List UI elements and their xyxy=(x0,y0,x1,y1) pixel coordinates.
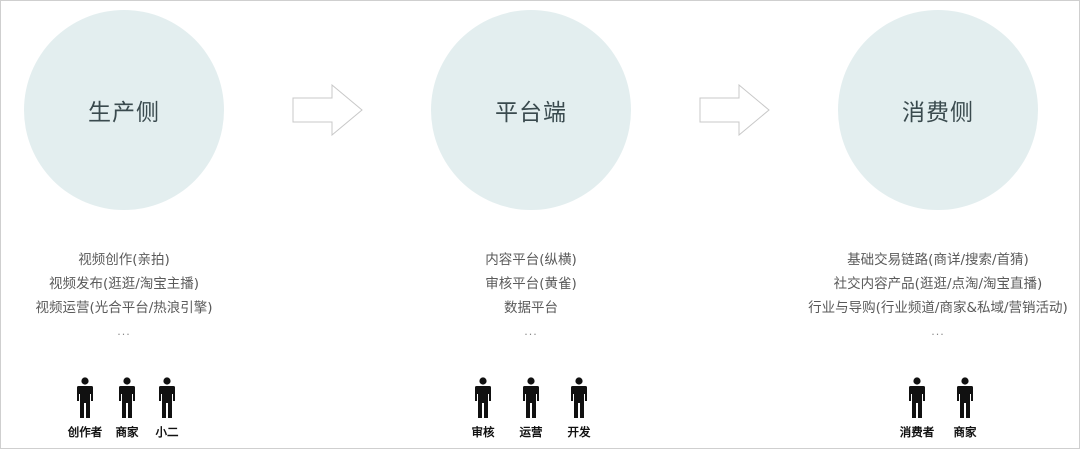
person-icon xyxy=(957,377,973,418)
stage-production-title: 生产侧 xyxy=(88,100,160,126)
person-icon xyxy=(77,377,93,418)
list-item: 社交内容产品(逛逛/点淘/淘宝直播) xyxy=(833,276,1043,292)
list-item: 行业与导购(行业频道/商家&私域/营销活动) xyxy=(808,300,1068,316)
role-creator: 创作者 xyxy=(62,377,108,440)
role-developer: 开发 xyxy=(556,377,602,440)
stage-consumer-roles: 消费者 商家 xyxy=(894,377,988,440)
person-icon xyxy=(159,377,175,418)
role-label: 商家 xyxy=(115,425,139,439)
list-item: 内容平台(纵横) xyxy=(485,252,577,268)
flow-arrow-icon xyxy=(699,84,770,136)
role-label: 小二 xyxy=(155,425,179,439)
role-merchant: 商家 xyxy=(104,377,150,440)
role-review: 审核 xyxy=(460,377,506,440)
list-item: 审核平台(黄雀) xyxy=(485,276,577,292)
person-icon xyxy=(523,377,539,418)
person-icon xyxy=(119,377,135,418)
list-item: 视频发布(逛逛/淘宝主播) xyxy=(48,276,200,292)
role-label: 商家 xyxy=(953,425,977,439)
stage-consumer-circle: 消费侧 xyxy=(838,10,1038,210)
person-icon xyxy=(909,377,925,418)
role-staff: 小二 xyxy=(144,377,190,440)
stage-consumer-title: 消费侧 xyxy=(902,100,974,126)
role-merchant: 商家 xyxy=(942,377,988,440)
more-ellipsis: ... xyxy=(117,325,131,338)
stage-production-roles: 创作者 商家 小二 xyxy=(62,377,190,440)
list-item: 数据平台 xyxy=(504,300,558,316)
person-icon xyxy=(571,377,587,418)
flow-arrow-icon xyxy=(292,84,363,136)
person-icon xyxy=(475,377,491,418)
list-item: 视频运营(光合平台/热浪引擎) xyxy=(35,300,213,316)
stage-consumer-items: 基础交易链路(商详/搜索/首猜) 社交内容产品(逛逛/点淘/淘宝直播) 行业与导… xyxy=(798,248,1078,344)
stage-platform-circle: 平台端 xyxy=(431,10,631,210)
role-consumer: 消费者 xyxy=(894,377,940,440)
stage-platform-title: 平台端 xyxy=(495,100,567,126)
stage-production-items: 视频创作(亲拍) 视频发布(逛逛/淘宝主播) 视频运营(光合平台/热浪引擎) .… xyxy=(4,248,244,344)
stage-platform-items: 内容平台(纵横) 审核平台(黄雀) 数据平台 ... xyxy=(411,248,651,344)
role-operations: 运营 xyxy=(508,377,554,440)
role-label: 创作者 xyxy=(67,425,103,439)
role-label: 开发 xyxy=(567,425,591,439)
more-ellipsis: ... xyxy=(524,325,538,338)
more-ellipsis: ... xyxy=(931,325,945,338)
stage-production-circle: 生产侧 xyxy=(24,10,224,210)
role-label: 消费者 xyxy=(899,425,935,439)
list-item: 视频创作(亲拍) xyxy=(78,252,170,268)
role-label: 审核 xyxy=(471,425,495,439)
role-label: 运营 xyxy=(519,425,543,439)
list-item: 基础交易链路(商详/搜索/首猜) xyxy=(847,252,1029,268)
stage-platform-roles: 审核 运营 开发 xyxy=(460,377,602,440)
